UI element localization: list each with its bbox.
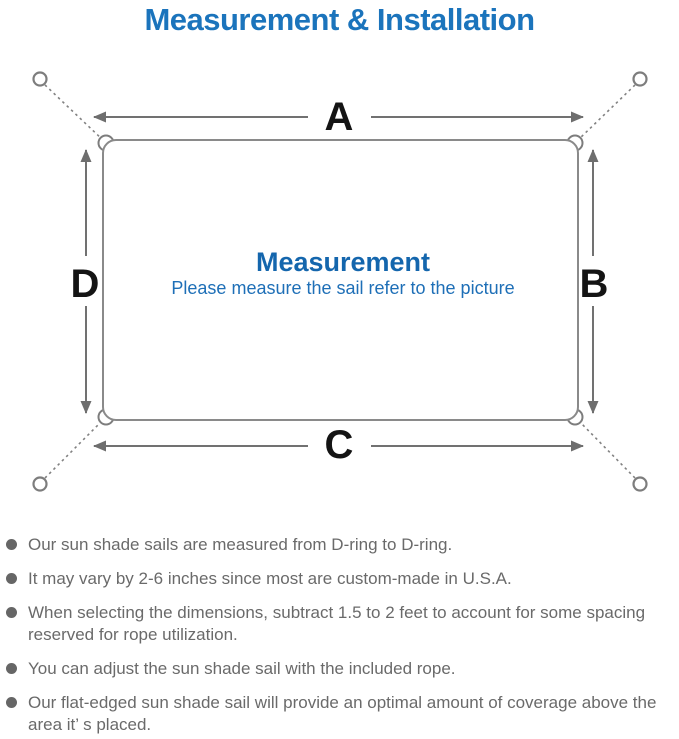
page-title: Measurement & Installation: [144, 2, 535, 37]
diagram-center-heading: Measurement: [256, 247, 430, 277]
rope-line-bottom-left-icon: [44, 418, 105, 479]
note-text: You can adjust the sun shade sail with t…: [28, 659, 456, 678]
note-item-2: It may vary by 2-6 inches since most are…: [6, 568, 672, 590]
rope-line-bottom-right-icon: [576, 418, 636, 479]
note-text: Our sun shade sails are measured from D-…: [28, 535, 453, 554]
note-item-4: You can adjust the sun shade sail with t…: [6, 658, 672, 680]
sail-measurement-diagram: A B C D Measurement Please measure the s…: [32, 71, 648, 492]
anchor-ring-top-right-icon: [632, 71, 648, 87]
note-text: When selecting the dimensions, subtract …: [28, 603, 646, 644]
anchor-ring-top-left-icon: [32, 71, 48, 87]
rope-line-top-left-icon: [44, 84, 105, 142]
anchor-ring-bottom-right-icon: [632, 476, 648, 492]
note-text: It may vary by 2-6 inches since most are…: [28, 569, 512, 588]
sail-outline: [102, 139, 579, 421]
bullet-icon: [6, 573, 17, 584]
bullet-icon: [6, 539, 17, 550]
rope-line-top-right-icon: [576, 84, 636, 142]
edge-label-b: B: [580, 262, 609, 306]
bullet-icon: [6, 697, 17, 708]
bullet-icon: [6, 663, 17, 674]
note-text: Our flat-edged sun shade sail will provi…: [28, 693, 657, 734]
edge-label-a: A: [325, 95, 354, 139]
note-item-3: When selecting the dimensions, subtract …: [6, 602, 672, 646]
note-item-1: Our sun shade sails are measured from D-…: [6, 534, 672, 556]
bullet-icon: [6, 607, 17, 618]
diagram-center-subtitle: Please measure the sail refer to the pic…: [171, 278, 514, 298]
edge-label-c: C: [325, 423, 354, 467]
edge-label-d: D: [71, 262, 100, 306]
notes-list: Our sun shade sails are measured from D-…: [6, 534, 672, 739]
note-item-5: Our flat-edged sun shade sail will provi…: [6, 692, 672, 736]
anchor-ring-bottom-left-icon: [32, 476, 48, 492]
